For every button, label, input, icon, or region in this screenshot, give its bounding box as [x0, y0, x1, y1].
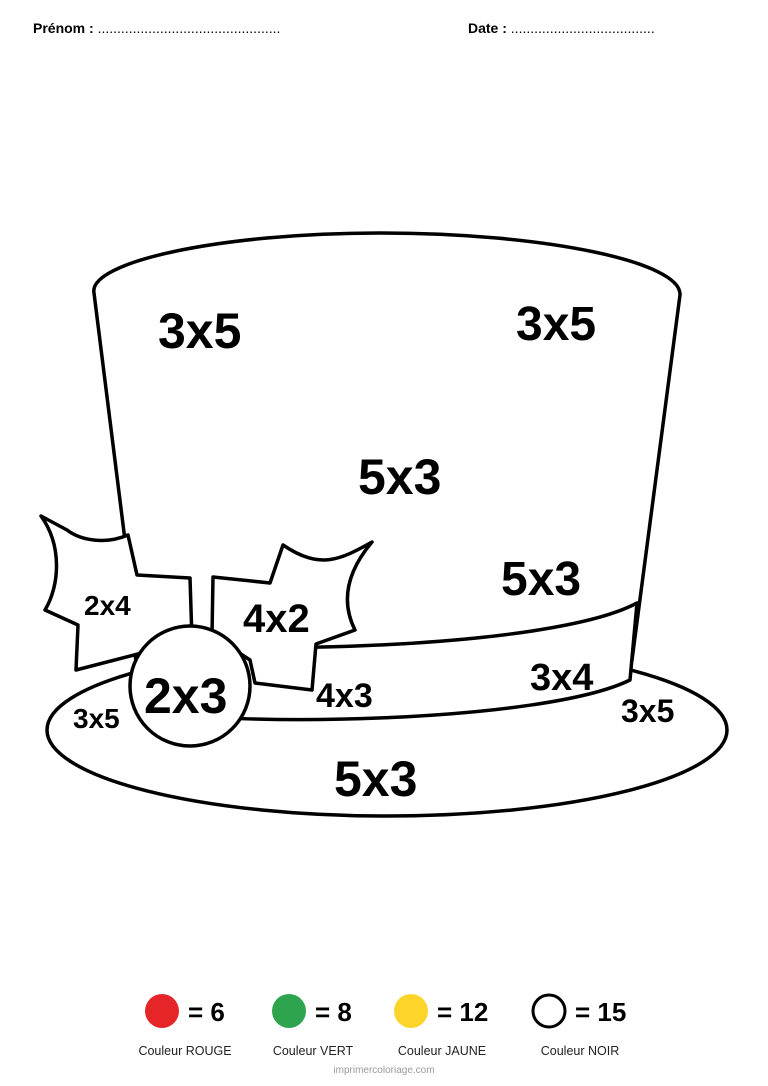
first-name-label: Prénom :	[33, 20, 94, 36]
crown-expression-2: 3x5	[516, 298, 596, 351]
date-blank: .....................................	[510, 20, 655, 36]
first-name-blank: ........................................…	[97, 20, 281, 36]
band-expression-2: 3x4	[530, 657, 593, 699]
left-leaf	[39, 514, 194, 672]
black-swatch-icon	[531, 993, 567, 1029]
crown-expression-4: 5x3	[501, 553, 581, 606]
green-swatch-icon	[272, 994, 306, 1028]
legend-value-red: = 6	[188, 997, 225, 1027]
legend-caption-yellow: Couleur JAUNE	[398, 1044, 486, 1058]
red-swatch-icon	[145, 994, 179, 1028]
button-expression: 2x3	[144, 668, 227, 724]
band-expression-1: 4x3	[316, 677, 373, 715]
yellow-swatch-icon	[394, 994, 428, 1028]
legend-value-yellow: = 12	[437, 997, 488, 1027]
legend-value-green: = 8	[315, 997, 352, 1027]
brim-expression-2: 3x5	[621, 693, 674, 729]
legend-item-black: = 15 Couleur NOIR	[531, 993, 626, 1058]
first-name-field: Prénom : ...............................…	[33, 20, 280, 36]
legend-value-black: = 15	[575, 997, 626, 1027]
crown-expression-3: 5x3	[358, 449, 441, 505]
color-legend: = 6 Couleur ROUGE = 8 Couleur VERT = 12 …	[138, 993, 626, 1058]
hat-button	[128, 624, 252, 748]
date-label: Date :	[468, 20, 507, 36]
legend-item-green: = 8 Couleur VERT	[272, 994, 354, 1058]
site-credit: imprimercoloriage.com	[333, 1065, 434, 1076]
date-field: Date : .................................…	[468, 20, 655, 36]
legend-item-yellow: = 12 Couleur JAUNE	[394, 994, 488, 1058]
brim-expression-1: 3x5	[73, 703, 120, 734]
right-leaf-expression: 4x2	[243, 597, 310, 641]
brim-expression-3: 5x3	[334, 751, 417, 807]
legend-item-red: = 6 Couleur ROUGE	[138, 994, 232, 1058]
legend-caption-red: Couleur ROUGE	[138, 1044, 231, 1058]
legend-caption-green: Couleur VERT	[273, 1044, 354, 1058]
right-leaf	[210, 540, 374, 692]
legend-caption-black: Couleur NOIR	[541, 1044, 620, 1058]
left-leaf-expression: 2x4	[84, 590, 131, 621]
crown-expression-1: 3x5	[158, 303, 241, 359]
